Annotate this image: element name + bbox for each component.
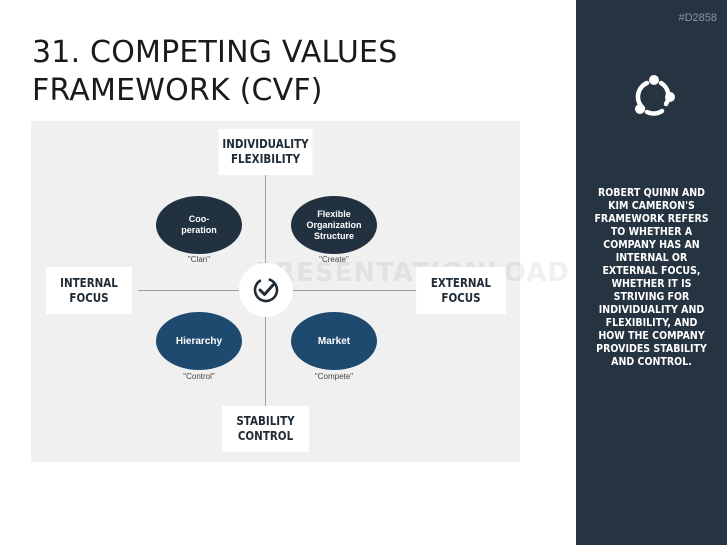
slide-code: #D2858 <box>678 12 717 24</box>
axis-label-top-line1: INDIVIDUALITY <box>222 137 309 151</box>
axis-label-left: INTERNAL FOCUS <box>46 267 132 314</box>
quadrant-create-line1: Flexible <box>317 208 351 219</box>
axis-label-top: INDIVIDUALITY FLEXIBILITY <box>218 129 313 175</box>
axis-label-top-line2: FLEXIBILITY <box>230 152 301 166</box>
quadrant-market-label: Market <box>317 335 351 347</box>
caption-compete: "Compete" <box>314 372 354 381</box>
quadrant-hierarchy: Hierarchy <box>156 312 242 370</box>
caption-control: "Control" <box>183 372 215 381</box>
side-panel <box>576 0 727 545</box>
caption-create: "Create" <box>319 255 349 264</box>
axis-label-right: EXTERNAL FOCUS <box>416 267 506 314</box>
quadrant-clan-line1: Coo- <box>188 214 210 224</box>
slide-title: 31. COMPETING VALUES FRAMEWORK (CVF) <box>32 35 398 108</box>
axis-label-right-text: EXTERNAL FOCUS <box>430 275 492 305</box>
check-circle-icon <box>253 277 279 303</box>
center-circle <box>239 263 293 317</box>
watermark: PRESENTATIONLOAD <box>255 258 570 288</box>
axis-label-bottom: STABILITY CONTROL <box>222 406 309 452</box>
quadrant-create-line2: Organization <box>306 219 362 230</box>
quadrant-create: Flexible Organization Structure <box>291 196 377 254</box>
quadrant-clan: Coo- peration <box>156 196 242 254</box>
axis-label-bottom-line1: STABILITY <box>236 414 295 428</box>
quadrant-create-line3: Structure <box>313 230 354 241</box>
quadrant-clan-line2: peration <box>181 225 217 235</box>
quadrant-market: Market <box>291 312 377 370</box>
caption-clan: "Clan" <box>187 255 211 264</box>
axis-label-bottom-line2: CONTROL <box>237 429 294 443</box>
share-nodes-icon <box>635 75 675 116</box>
axis-label-left-text: INTERNAL FOCUS <box>60 275 118 305</box>
quadrant-hierarchy-label: Hierarchy <box>175 335 223 347</box>
side-description: ROBERT QUINN AND KIM CAMERON'S FRAMEWORK… <box>594 186 709 368</box>
